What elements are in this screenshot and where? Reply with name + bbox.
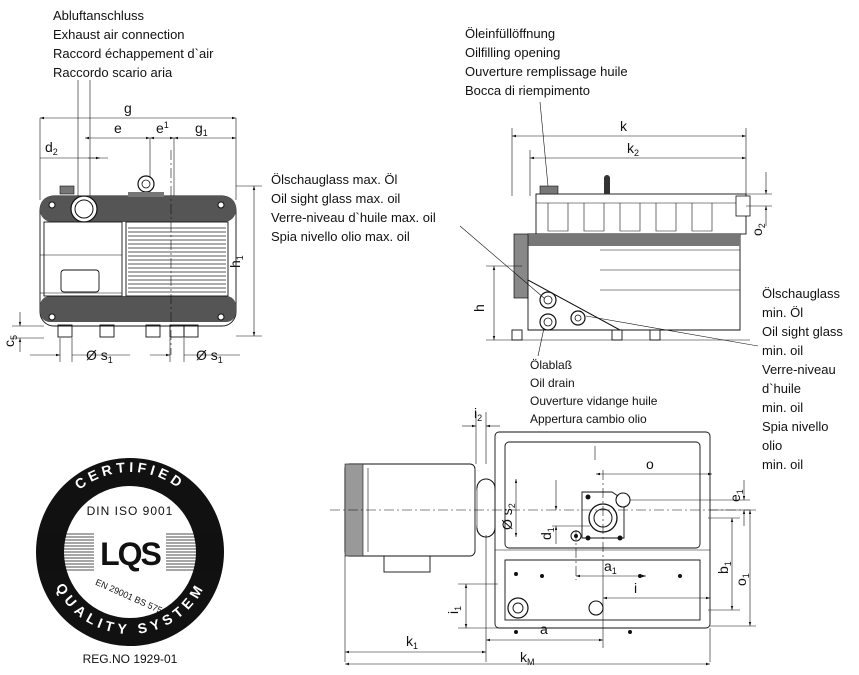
dim-o2: o2 (749, 223, 767, 236)
exhaust-label: Abluftanschluss Exhaust air connection R… (53, 8, 214, 80)
dim-g: g (124, 100, 132, 116)
dim-h1: h1 (227, 255, 245, 268)
oil-fill-label: Öleinfüllöffnung Oilfilling opening Ouve… (465, 26, 628, 98)
oil-sight-min-label: Ölschauglass min. Öl Oil sight glass min… (762, 286, 843, 472)
dim-i2: i2 (474, 405, 482, 423)
dim-e: e (114, 120, 122, 136)
dim-k: k (620, 118, 628, 134)
dim-s2: Ø s2 (499, 503, 517, 530)
top-view: i2 o e1 Ø s2 d1 a1 i b1 o1 (330, 405, 756, 667)
dim-s1-left: Ø s1 (86, 347, 113, 365)
cooling-fins (125, 221, 229, 297)
logo-reg-text: REG.NO 1929-01 (83, 652, 178, 666)
dim-i: i (634, 580, 637, 596)
oil-sight-max-label: Ölschauglass max. Öl Oil sight glass max… (271, 172, 436, 244)
dim-kM: kM (520, 649, 535, 667)
dim-a: a (540, 621, 548, 637)
logo-mark: LQS (100, 536, 161, 572)
dim-g1: g1 (195, 120, 208, 138)
front-view: g e e1 g1 d2 (1, 80, 262, 365)
certification-logo: CERTIFIED QUALITY SYSTEM DIN ISO 9001 LQ… (36, 458, 224, 666)
dim-k1: k1 (406, 633, 418, 651)
dim-i1: i1 (445, 606, 463, 614)
dim-o1: o1 (733, 573, 751, 586)
logo-din-text: DIN ISO 9001 (87, 504, 174, 518)
dim-b1: b1 (715, 561, 733, 574)
dim-d1: d1 (538, 527, 556, 540)
dim-k2: k2 (627, 140, 639, 158)
dim-d2: d2 (45, 139, 58, 157)
dim-o: o (646, 456, 654, 472)
dim-a1: a1 (604, 558, 617, 576)
dim-e1: e1 (156, 120, 169, 136)
dim-e1-right: e1 (727, 489, 745, 502)
dim-s1-right: Ø s1 (196, 347, 223, 365)
side-view: k k2 h (459, 101, 772, 357)
dim-c5: c5 (1, 335, 19, 347)
oil-drain-label: Ölablaß Oil drain Ouverture vidange huil… (530, 358, 658, 426)
dim-h: h (471, 304, 487, 312)
